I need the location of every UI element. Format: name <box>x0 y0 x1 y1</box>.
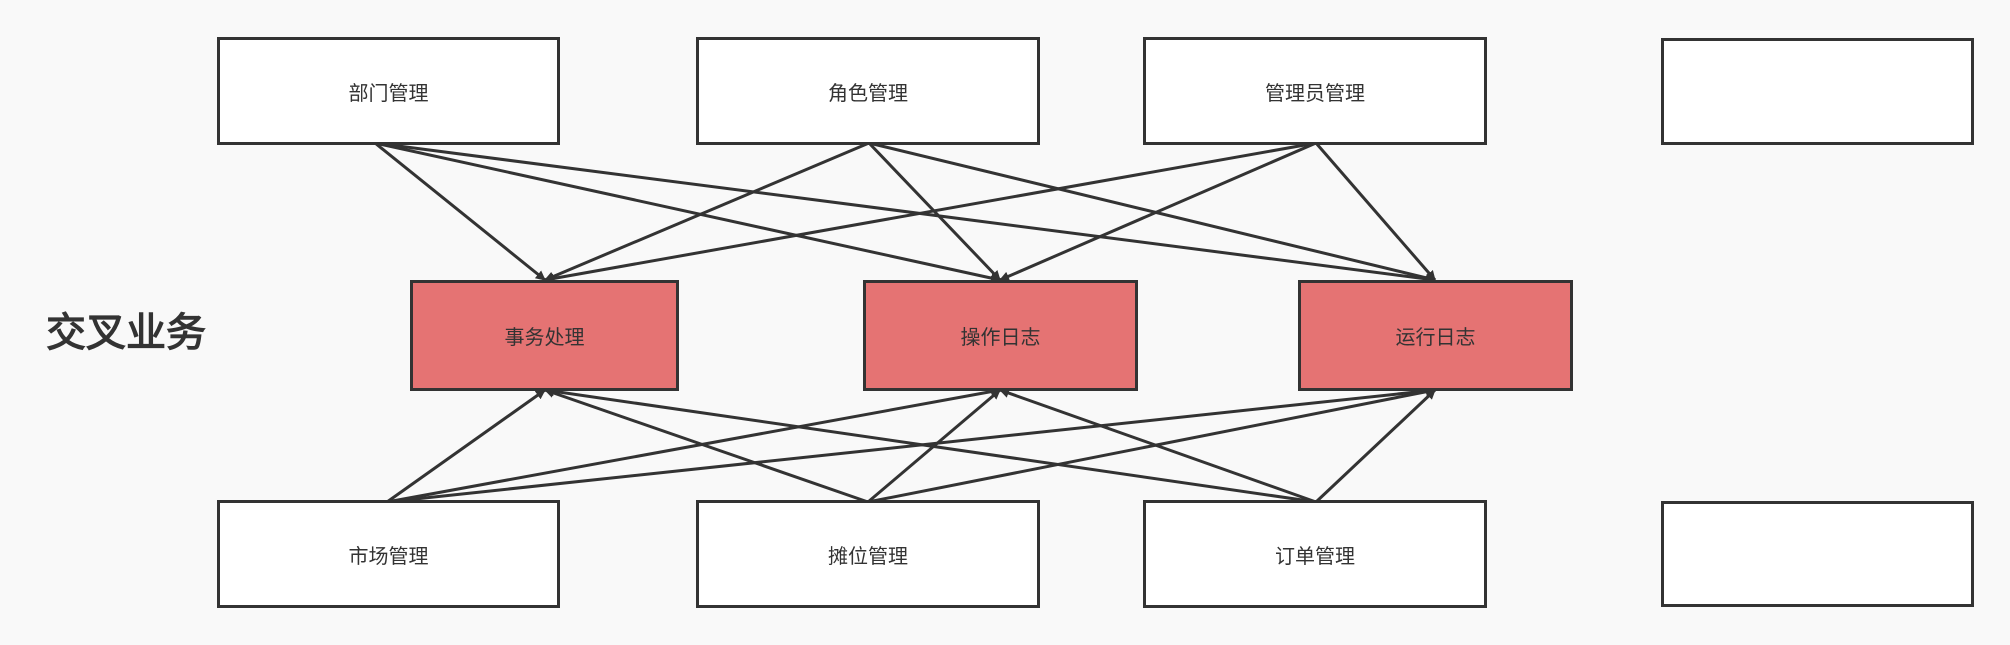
top-module-label: 管理员管理 <box>1265 80 1365 105</box>
connector-dept-runlog <box>374 141 1436 284</box>
cross-module-transaction[interactable]: 事务处理 <box>410 280 679 391</box>
section-label: 交叉业务 <box>46 310 206 356</box>
connector-order-runlog <box>1314 388 1437 504</box>
top-module-role[interactable]: 角色管理 <box>696 37 1040 145</box>
connector-market-runlog <box>386 385 1436 504</box>
bottom-module-label: 摊位管理 <box>828 543 908 568</box>
connector-stall-runlog <box>867 386 1436 504</box>
top-module-label: 角色管理 <box>828 80 908 105</box>
bottom-module-market[interactable]: 市场管理 <box>217 500 560 608</box>
connector-market-tx <box>386 388 546 504</box>
connector-layer <box>374 141 1437 504</box>
top-module-label: 部门管理 <box>348 80 429 105</box>
top-module-admin[interactable]: 管理员管理 <box>1143 37 1487 145</box>
connector-market-oplog <box>386 386 1001 504</box>
cross-module-label: 操作日志 <box>960 325 1041 349</box>
bottom-module-stall[interactable]: 摊位管理 <box>696 500 1040 608</box>
connector-dept-oplog <box>374 141 1001 283</box>
connector-role-runlog <box>868 141 1436 283</box>
bottom-module-order[interactable]: 订单管理 <box>1143 500 1487 608</box>
connector-admin-runlog <box>1314 142 1437 281</box>
cross-module-operation-log[interactable]: 操作日志 <box>863 280 1138 391</box>
bottom-module-empty[interactable] <box>1661 501 1974 607</box>
cross-module-label: 事务处理 <box>504 325 585 349</box>
connector-admin-oplog <box>999 141 1317 282</box>
top-module-empty[interactable] <box>1661 38 1974 145</box>
connector-stall-tx <box>544 388 869 504</box>
connector-order-tx <box>544 386 1317 504</box>
cross-module-label: 运行日志 <box>1395 325 1476 349</box>
connector-dept-tx <box>374 141 546 282</box>
connector-role-tx <box>544 141 870 282</box>
top-module-dept[interactable]: 部门管理 <box>217 37 560 145</box>
bottom-module-label: 订单管理 <box>1275 543 1355 568</box>
connector-order-oplog <box>999 388 1317 504</box>
connector-admin-tx <box>544 141 1317 284</box>
bottom-module-label: 市场管理 <box>348 543 429 568</box>
cross-module-run-log[interactable]: 运行日志 <box>1298 280 1573 391</box>
